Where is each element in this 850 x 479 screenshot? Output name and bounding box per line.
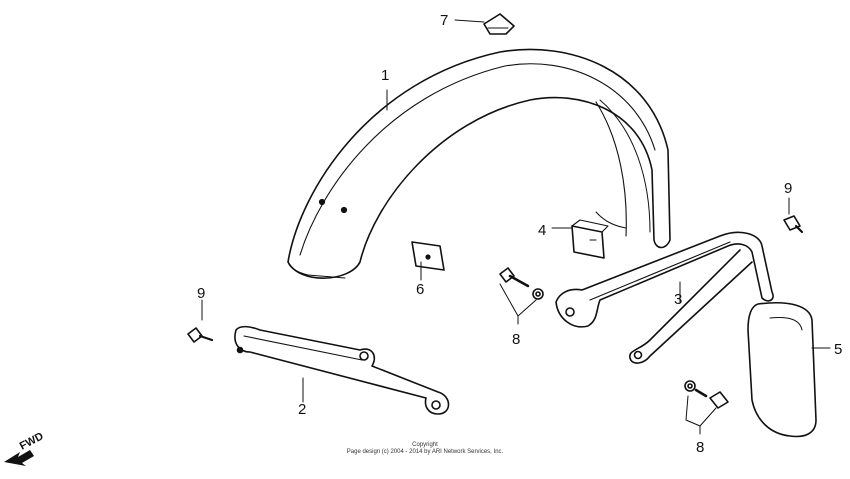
screw-left bbox=[187, 327, 214, 343]
rear-fender bbox=[287, 48, 671, 279]
bolt-nut-upper bbox=[499, 267, 544, 300]
callout-8-lower: 8 bbox=[696, 439, 704, 456]
callout-9-left: 9 bbox=[197, 285, 205, 302]
bolt-nut-lower bbox=[684, 380, 729, 409]
bracket bbox=[571, 219, 609, 259]
callout-1: 1 bbox=[381, 67, 389, 84]
fwd-arrow-icon bbox=[4, 450, 34, 466]
callout-6: 6 bbox=[416, 281, 424, 298]
clip bbox=[411, 241, 445, 271]
leader-lines bbox=[201, 19, 831, 435]
cap bbox=[483, 13, 515, 35]
fender-stay-upper bbox=[555, 231, 774, 364]
callout-4: 4 bbox=[538, 222, 546, 239]
screw-right bbox=[783, 215, 804, 234]
fender-stay-lower bbox=[234, 325, 450, 415]
mud-flap bbox=[747, 301, 817, 438]
copyright-title: Copyright bbox=[412, 442, 438, 448]
callout-7: 7 bbox=[440, 12, 448, 29]
callout-5: 5 bbox=[834, 341, 842, 358]
callout-2: 2 bbox=[298, 401, 306, 418]
callout-3: 3 bbox=[674, 291, 682, 308]
copyright-text: Page design (c) 2004 - 2014 by ARI Netwo… bbox=[346, 449, 504, 455]
callout-8-upper: 8 bbox=[512, 331, 520, 348]
callout-9-right: 9 bbox=[784, 180, 792, 197]
